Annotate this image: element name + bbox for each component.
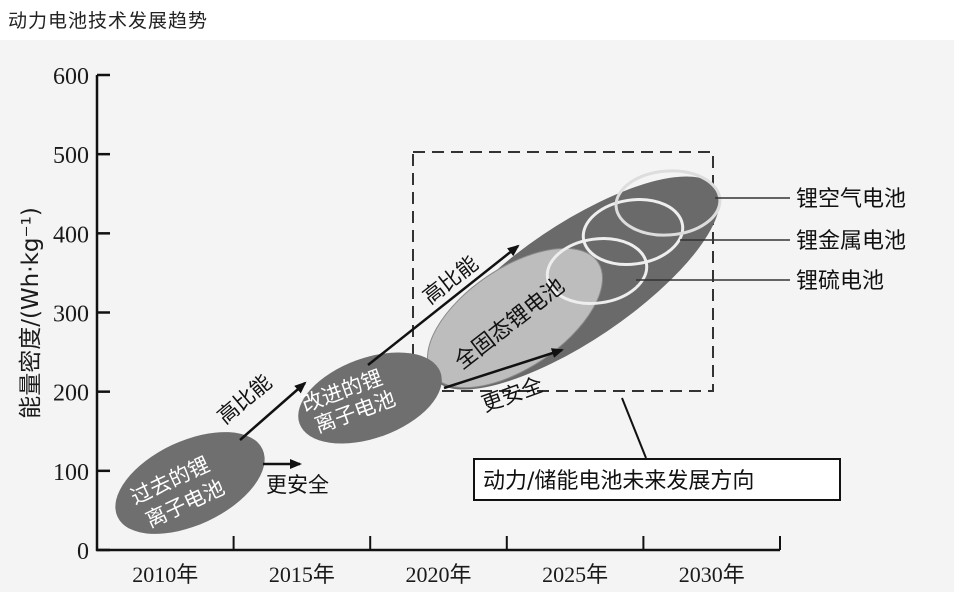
x-tick-label: 2025年: [542, 562, 608, 587]
arrow-safer-2: [443, 348, 564, 390]
y-tick-label: 200: [53, 381, 89, 407]
li-s-ring: [545, 237, 649, 305]
legend-li-s: 锂硫电池: [796, 269, 884, 294]
y-axis-title: 能量密度/(Wh·kg⁻¹): [18, 207, 44, 419]
legend-li-air: 锂空气电池: [796, 187, 906, 212]
callout-text: 动力/储能电池未来发展方向: [483, 469, 754, 494]
arrow-high-energy-1: [239, 381, 307, 441]
improved-li-ion-ellipse: [298, 352, 442, 444]
y-tick-label: 300: [53, 302, 89, 328]
li-metal-ring: [581, 198, 685, 266]
x-tick-label: 2020年: [405, 562, 471, 587]
label-safer-1: 更安全: [266, 473, 329, 497]
x-tick-label: 2030年: [679, 562, 745, 587]
arrow-high-energy-2: [367, 244, 520, 366]
y-tick-label: 400: [53, 222, 89, 248]
y-tick-label: 600: [53, 64, 89, 90]
x-tick-label: 2010年: [132, 562, 198, 587]
x-tick-label: 2015年: [269, 562, 335, 587]
y-tick-label: 500: [53, 143, 89, 169]
callout-box: [473, 458, 841, 501]
y-tick-label: 0: [77, 539, 89, 565]
label-high-energy-1: 高比能: [213, 370, 277, 429]
page-title: 动力电池技术发展趋势: [8, 10, 209, 32]
legend-li-metal: 锂金属电池: [796, 229, 906, 254]
callout-leader-line: [621, 397, 647, 459]
future-direction-region: [412, 151, 714, 392]
axes: 0 100 200 300 400 500 600 2010年 2015年 2020年 2025年…: [53, 64, 781, 587]
y-tick-label: 100: [53, 460, 89, 486]
li-air-ring: [614, 169, 722, 237]
past-li-ion-ellipse: [115, 432, 265, 534]
